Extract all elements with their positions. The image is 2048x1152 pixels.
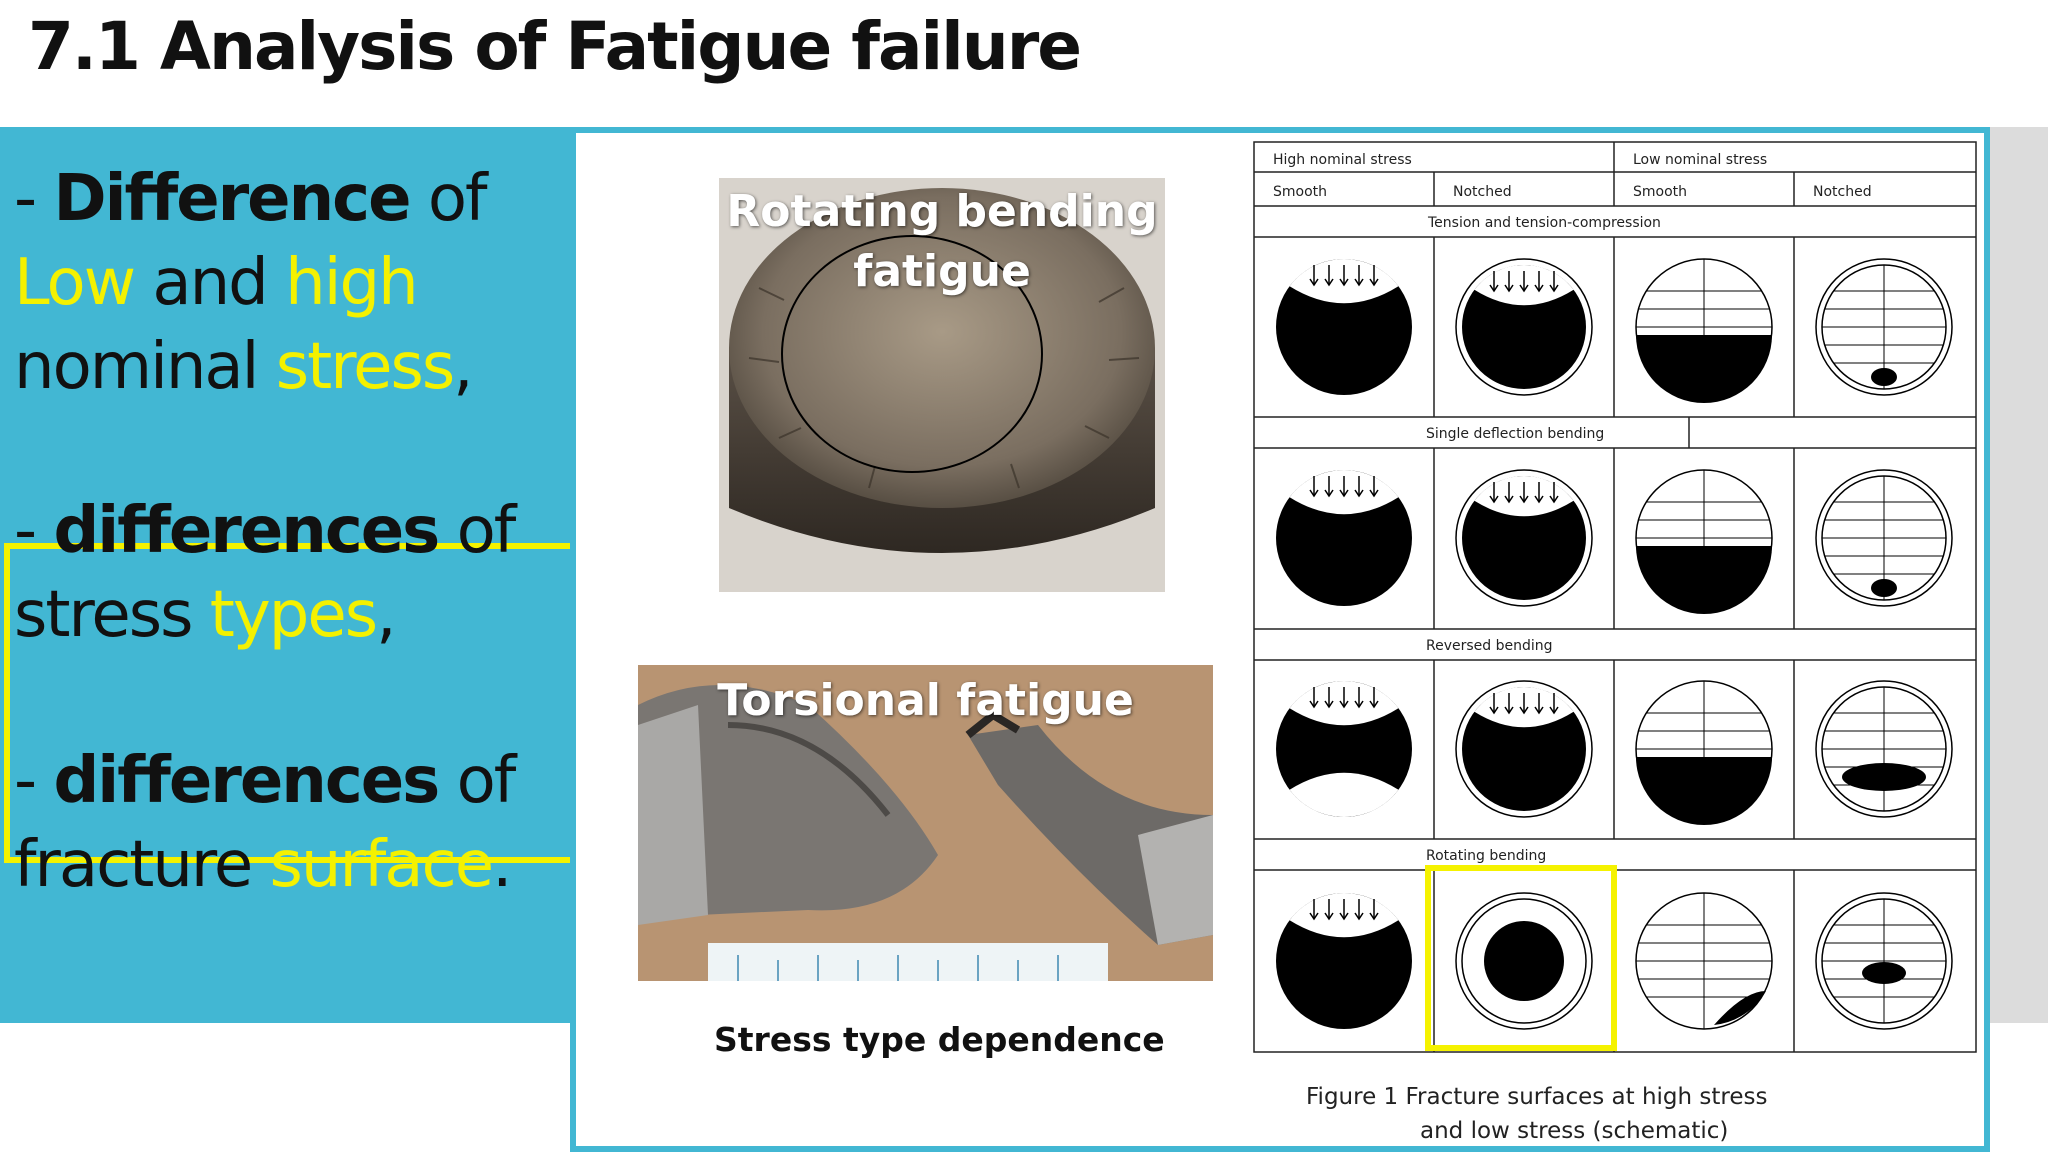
sub-smooth-high: Smooth bbox=[1273, 184, 1327, 200]
fracture-circle-r3-c2 bbox=[1455, 680, 1593, 818]
bullet-panel: - Difference of Low and high nominal str… bbox=[0, 127, 578, 1023]
bullet-difference-stress: - Difference of Low and high nominal str… bbox=[14, 162, 488, 404]
sub-notched-high: Notched bbox=[1453, 184, 1512, 200]
header-high: High nominal stress bbox=[1273, 152, 1412, 168]
fracture-circle-r1-c4 bbox=[1815, 258, 1953, 396]
torsional-caption: Torsional fatigue bbox=[717, 675, 1134, 726]
bullet-stress-types: - differences of stress types, bbox=[14, 494, 516, 652]
section-single-bending: Single deflection bending bbox=[1426, 426, 1604, 442]
figure-grid bbox=[1253, 141, 1977, 1053]
fracture-circle-r4-c1 bbox=[1276, 893, 1412, 1029]
stress-type-caption: Stress type dependence bbox=[714, 1020, 1165, 1059]
side-strip bbox=[1990, 127, 2048, 1023]
header-low: Low nominal stress bbox=[1633, 152, 1767, 168]
fracture-circle-r2-c1 bbox=[1276, 470, 1412, 606]
sub-notched-low: Notched bbox=[1813, 184, 1872, 200]
fracture-circle-r1-c1 bbox=[1276, 259, 1412, 395]
fracture-circle-r2-c4 bbox=[1815, 469, 1953, 607]
fracture-circle-r3-c4 bbox=[1815, 680, 1953, 818]
fracture-circle-r2-c3 bbox=[1635, 469, 1773, 614]
fracture-circle-r2-c2 bbox=[1455, 469, 1593, 607]
sub-smooth-low: Smooth bbox=[1633, 184, 1687, 200]
fracture-circle-r1-c2 bbox=[1455, 258, 1593, 396]
page-title: 7.1 Analysis of Fatigue failure bbox=[28, 8, 1082, 85]
section-reversed-bending: Reversed bending bbox=[1426, 638, 1553, 654]
fracture-circle-r3-c1 bbox=[1276, 681, 1412, 818]
fracture-circle-r4-c4 bbox=[1815, 892, 1953, 1030]
bullet-fracture-surface: - differences of fracture surface. bbox=[14, 744, 516, 902]
fracture-surface-figure: High nominal stress Low nominal stress S… bbox=[1253, 141, 1977, 1053]
fracture-circle-r1-c3 bbox=[1635, 258, 1773, 403]
torsional-photo: Torsional fatigue bbox=[638, 665, 1213, 981]
highlight-rotating-notched bbox=[1425, 865, 1617, 1051]
fracture-circle-r4-c3 bbox=[1635, 892, 1773, 1030]
section-rotating-bending: Rotating bending bbox=[1426, 848, 1546, 864]
section-tension: Tension and tension-compression bbox=[1427, 215, 1661, 231]
fracture-diagrams bbox=[1276, 258, 1953, 1030]
figure-caption: Figure 1 Fracture surfaces at high stres… bbox=[1306, 1084, 1768, 1144]
fracture-circle-r3-c3 bbox=[1635, 680, 1773, 825]
fracture-circle-r4-c2 bbox=[1455, 892, 1593, 1030]
